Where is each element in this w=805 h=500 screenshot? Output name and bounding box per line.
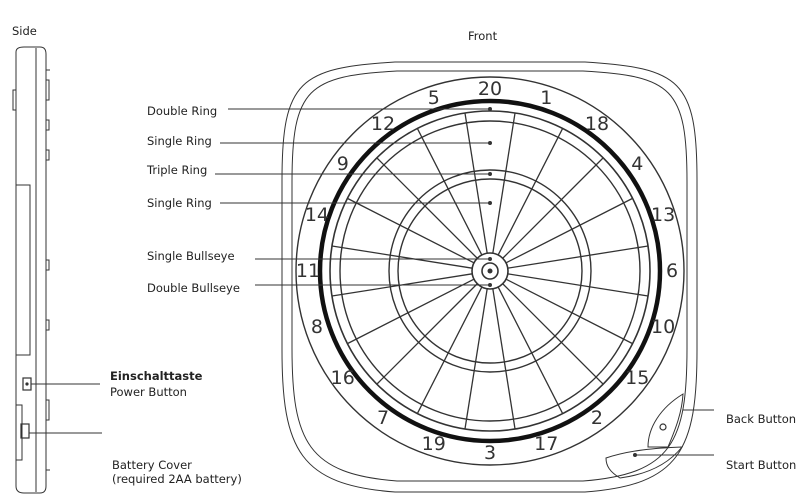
segment-wire [497,286,564,414]
board-number: 3 [484,442,496,464]
segment-wire [464,112,488,254]
board-number: 15 [625,367,649,389]
dartboard-cabinet [281,61,698,493]
board-number: 16 [331,367,355,389]
board-number: 5 [428,87,440,109]
board-number: 7 [377,407,389,429]
single-ring-inner-label: Single Ring [147,196,212,210]
segment-wire [505,197,633,264]
segment-wire [416,286,483,414]
power-button-label-de: Einschalttaste [110,369,203,383]
start-button-label: Start Button [726,458,796,472]
board-number: 8 [311,316,323,338]
segment-wire [464,288,488,430]
segment-wires [331,112,649,430]
triple-ring [388,169,592,373]
board-number: 19 [422,433,446,455]
battery-cover-side [20,423,30,439]
dartboard: 20 1 18 4 13 6 10 15 2 17 3 19 7 16 8 11 14 9 12 5 [295,76,685,466]
segment-wire [502,157,604,259]
front-view-title: Front [468,29,498,43]
ring-marker-dots [488,107,492,287]
board-number: 11 [296,260,320,282]
double-bullseye [481,262,499,280]
board-number: 13 [651,204,675,226]
segment-wire [492,112,516,254]
side-view-device [12,46,50,494]
single-bullseye-label: Single Bullseye [147,249,235,263]
board-number: 9 [337,153,349,175]
board-number: 6 [666,260,678,282]
single-ring-outer-label: Single Ring [147,134,212,148]
segment-wire [497,128,564,256]
power-button-label: Power Button [110,385,187,399]
battery-note-label: (required 2AA battery) [112,472,242,486]
board-number: 10 [651,316,675,338]
segment-wire [502,283,604,385]
segment-wire [507,245,649,269]
number-ring-inner [317,98,663,444]
back-button [647,393,684,448]
double-bullseye-label: Double Bullseye [147,281,240,295]
segment-wire [376,157,478,259]
segment-wire [347,197,475,264]
segment-wire [416,128,483,256]
triple-ring-label: Triple Ring [146,163,207,177]
segment-wire [331,245,473,269]
segment-wire [505,278,633,345]
board-numbers: 20 1 18 4 13 6 10 15 2 17 3 19 7 16 8 11 14 9 12 5 [296,78,678,464]
segment-wire [347,278,475,345]
single-bullseye [471,252,509,290]
side-view-title: Side [12,24,37,38]
board-number: 17 [534,433,558,455]
board-number: 2 [591,407,603,429]
start-button [605,446,684,479]
battery-cover-label: Battery Cover [112,458,192,472]
segment-wire [507,273,649,297]
board-number: 12 [371,113,395,135]
back-button-label: Back Button [726,412,796,426]
number-ring-outer [295,76,685,466]
board-number: 20 [478,78,502,100]
segment-wire [376,283,478,385]
board-number: 4 [631,153,643,175]
double-ring-label: Double Ring [147,104,217,118]
board-number: 18 [585,113,609,135]
board-number: 14 [305,204,329,226]
board-number: 1 [540,87,552,109]
segment-wire [492,288,516,430]
